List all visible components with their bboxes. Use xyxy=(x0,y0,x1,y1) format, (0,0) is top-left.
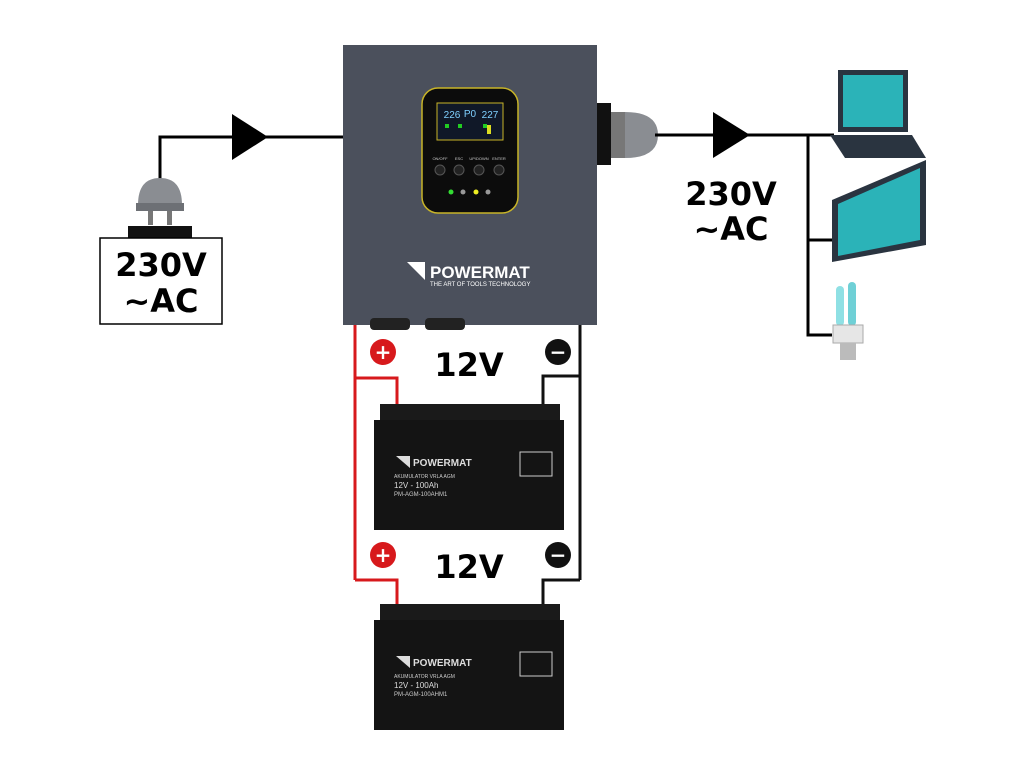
laptop-icon xyxy=(830,70,926,158)
led-gray xyxy=(460,189,466,195)
svg-text:12V - 100Ah: 12V - 100Ah xyxy=(394,681,438,690)
svg-text:AKUMULATOR VRLA AGM: AKUMULATOR VRLA AGM xyxy=(394,674,455,680)
battery-2: POWERMAT AKUMULATOR VRLA AGM 12V - 100Ah… xyxy=(374,604,564,730)
battery-1-terminals: + − xyxy=(370,339,571,365)
svg-text:12V - 100Ah: 12V - 100Ah xyxy=(394,481,438,490)
btn-label-updown: UP/DOWN xyxy=(469,156,488,161)
load-bus xyxy=(806,133,834,337)
lcd-input: 226 xyxy=(444,110,461,121)
input-voltage: 230V xyxy=(115,246,207,284)
negative-wires xyxy=(541,325,582,608)
svg-text:AKUMULATOR VRLA AGM: AKUMULATOR VRLA AGM xyxy=(394,474,455,480)
input-source-box xyxy=(99,237,223,325)
output-arrow-icon xyxy=(713,112,750,158)
svg-text:PM-AGM-100AHM1: PM-AGM-100AHM1 xyxy=(394,692,448,698)
brand-logo-icon xyxy=(407,262,425,280)
lcd-display xyxy=(436,102,504,141)
inverter-brand: POWERMAT xyxy=(430,263,530,282)
btn-label-enter: ENTER xyxy=(492,156,506,161)
svg-text:PM-AGM-100AHM1: PM-AGM-100AHM1 xyxy=(394,492,448,498)
updown-button xyxy=(473,164,485,176)
btn-label-onoff: ON/OFF xyxy=(432,156,448,161)
plus-icon xyxy=(370,542,396,568)
led-gray-2 xyxy=(485,189,491,195)
svg-text:+: + xyxy=(375,340,392,364)
input-wire xyxy=(158,135,343,180)
led-yellow xyxy=(473,189,479,195)
minus-icon xyxy=(545,542,571,568)
positive-wires xyxy=(353,325,399,608)
input-plug-icon xyxy=(128,178,192,238)
input-type: ~AC xyxy=(123,282,198,320)
onoff-button xyxy=(434,164,446,176)
esc-button xyxy=(453,164,465,176)
svg-text:+: + xyxy=(375,543,392,567)
lcd-output: 227 xyxy=(482,110,499,121)
output-type: ~AC xyxy=(693,210,768,248)
svg-text:POWERMAT: POWERMAT xyxy=(413,458,472,469)
input-arrow-icon xyxy=(232,114,268,160)
svg-text:−: − xyxy=(550,543,567,567)
output-plug-icon xyxy=(597,103,658,165)
minus-icon xyxy=(545,339,571,365)
plus-icon xyxy=(370,339,396,365)
led-green xyxy=(448,189,454,195)
inverter-tagline: THE ART OF TOOLS TECHNOLOGY xyxy=(430,282,530,288)
inverter: 226 P0 227 ON/OFF ESC UP/DOWN ENTER POWE… xyxy=(343,45,597,330)
battery-2-terminals: + − xyxy=(370,542,571,568)
battery-1: POWERMAT AKUMULATOR VRLA AGM 12V - 100Ah… xyxy=(374,404,564,530)
battery-1-voltage-label: 12V xyxy=(434,346,504,384)
btn-label-esc: ESC xyxy=(455,156,463,161)
bulb-icon xyxy=(832,282,864,360)
lcd-mode: P0 xyxy=(464,109,477,120)
enter-button xyxy=(493,164,505,176)
svg-text:−: − xyxy=(550,340,567,364)
svg-text:POWERMAT: POWERMAT xyxy=(413,658,472,669)
monitor-icon xyxy=(832,160,926,262)
output-voltage: 230V xyxy=(685,175,777,213)
battery-2-voltage-label: 12V xyxy=(434,548,504,586)
